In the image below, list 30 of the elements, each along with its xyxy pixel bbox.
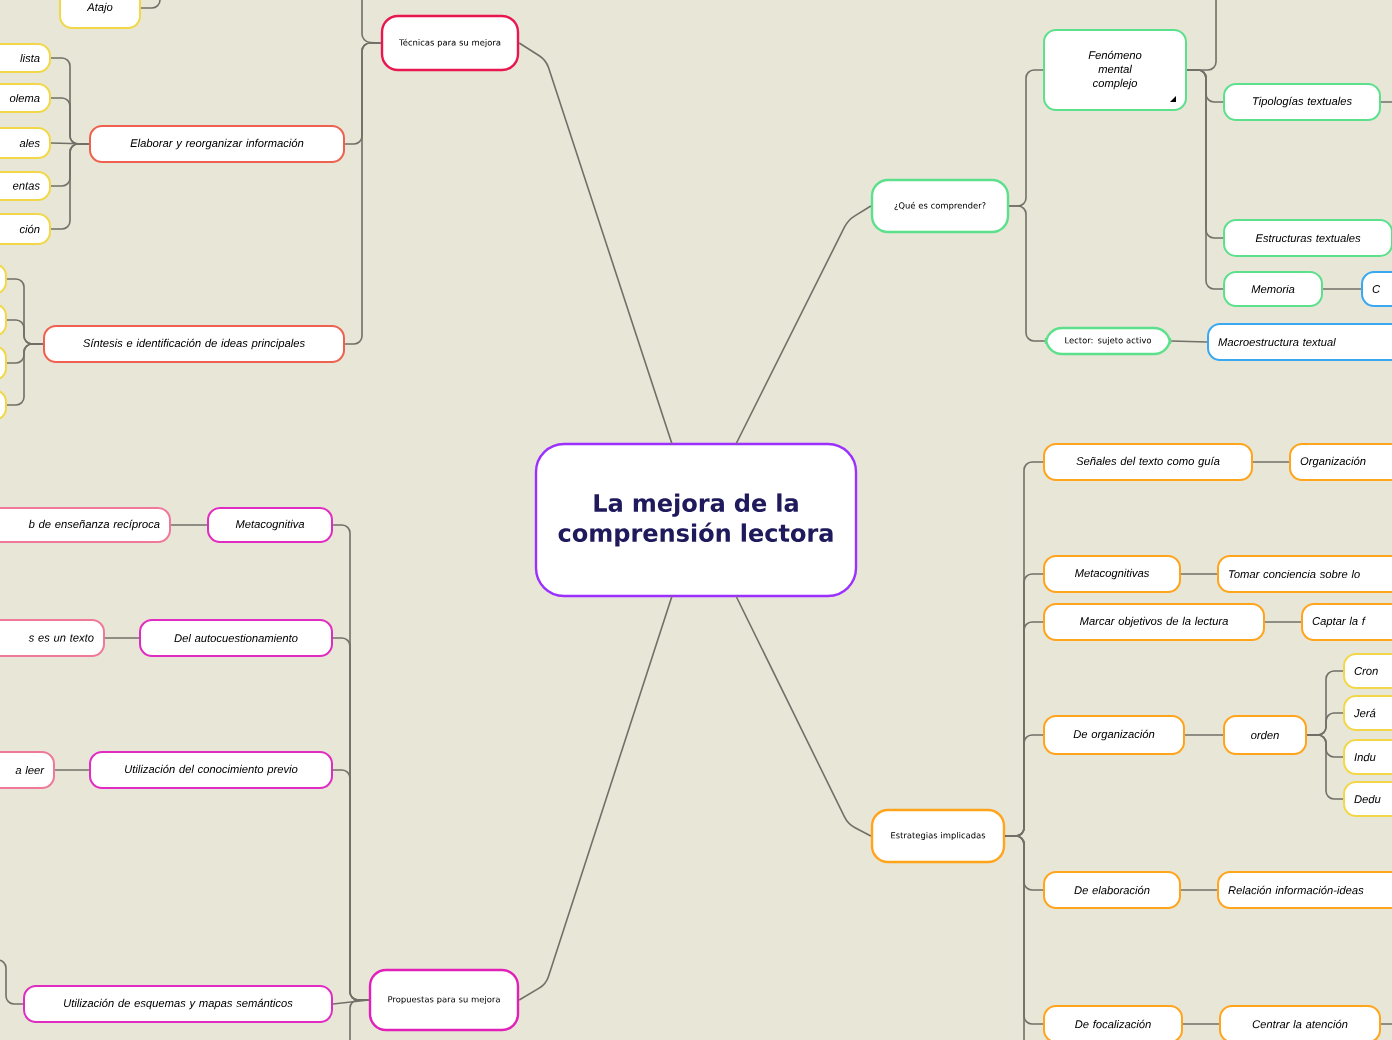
connector-line (518, 42, 673, 445)
empty-box (0, 263, 7, 295)
connector-line (735, 595, 872, 837)
connector-line (0, 959, 24, 1005)
connector-line (104, 637, 140, 639)
connector-line (54, 769, 90, 771)
connector-line (50, 143, 90, 230)
central-topic-box: La mejora de la comprensión lectora (534, 442, 858, 598)
connector-line (1004, 835, 1025, 1040)
empty-box (0, 303, 7, 337)
connector-line (6, 343, 44, 406)
connector-line (1252, 461, 1290, 463)
connector-line (1186, 69, 1224, 290)
connector-line (1170, 340, 1208, 343)
connector-line (1306, 734, 1344, 800)
connector-line (735, 205, 872, 445)
connector-line (518, 595, 673, 1001)
connector-line (349, 999, 370, 1040)
connector-line (1380, 101, 1392, 103)
connector-line (1264, 621, 1302, 623)
empty-box (0, 345, 7, 381)
connector-line (1182, 1023, 1220, 1025)
empty-box (0, 389, 7, 421)
connector-line (1180, 889, 1218, 891)
connector-line (1180, 573, 1218, 575)
connector-line (140, 0, 161, 9)
connector-line (1322, 288, 1362, 290)
connector-line (170, 524, 208, 526)
connector-line (1380, 1023, 1392, 1025)
connector-line (1184, 734, 1224, 736)
